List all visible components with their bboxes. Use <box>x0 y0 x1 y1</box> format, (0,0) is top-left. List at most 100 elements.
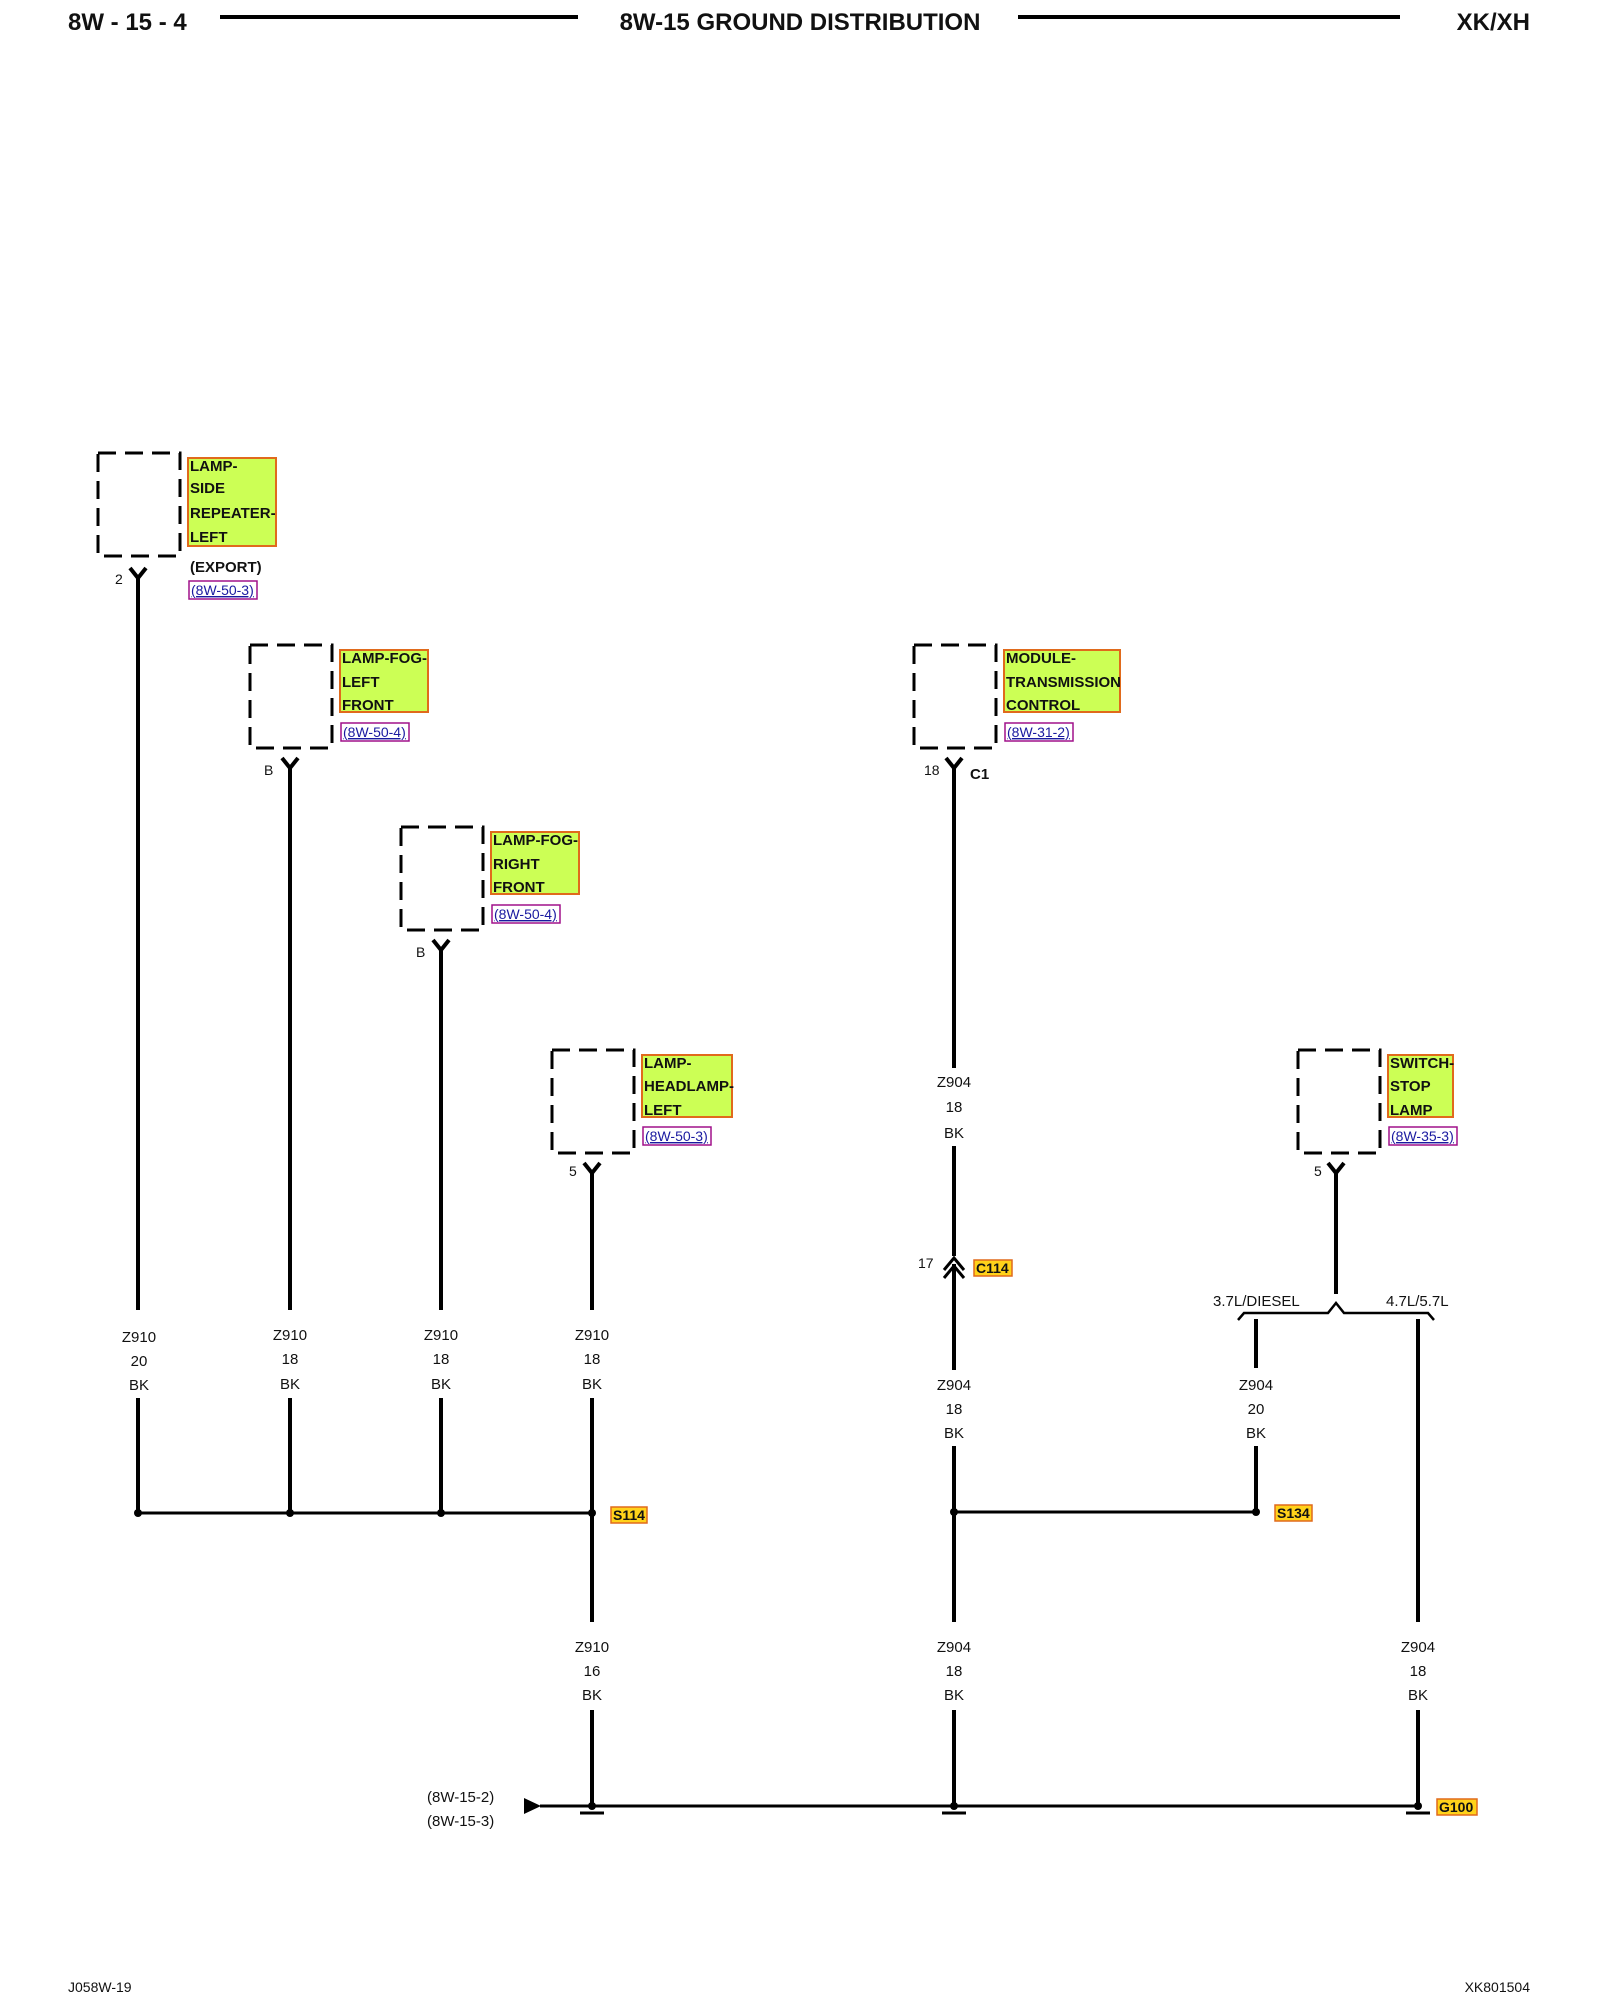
component-name-fog-left-line3: FRONT <box>342 697 394 714</box>
component-name-switch-line2: STOP <box>1390 1078 1431 1095</box>
wire9-gauge: 18 <box>946 1663 963 1680</box>
wire-tcm-upper <box>944 756 964 1068</box>
wire8-gauge: 16 <box>584 1663 601 1680</box>
tag-box-s114 <box>610 1506 648 1524</box>
component-name-side-repeater-line3: REPEATER- <box>190 505 276 522</box>
wire7-gauge: 20 <box>1248 1401 1265 1418</box>
component-box-headlamp-left <box>550 1048 636 1155</box>
component-name-side-repeater-line1: LAMP- <box>190 458 238 475</box>
wire-fog-right-upper <box>431 938 451 1310</box>
pin-c114: 17 <box>918 1255 934 1271</box>
ref-link-fog-right[interactable]: (8W-50-4) <box>494 906 557 922</box>
component-name-side-repeater-line2: SIDE <box>190 480 225 497</box>
option-split-bracket <box>1237 1300 1435 1321</box>
splice-node <box>134 1509 142 1517</box>
component-box-side-repeater <box>96 451 182 558</box>
label-box-fog-left <box>339 649 429 713</box>
wire10-circuit: Z904 <box>1401 1639 1435 1656</box>
footer-left-code: J058W-19 <box>68 1979 132 1995</box>
component-box-tcm <box>912 643 998 750</box>
connector-label-c114[interactable]: C114 <box>976 1260 1009 1276</box>
wire4-gauge: 18 <box>584 1351 601 1368</box>
tag-box-g100 <box>1436 1798 1478 1816</box>
ground-node <box>1414 1802 1422 1810</box>
wire1-circuit: Z910 <box>122 1329 156 1346</box>
component-name-tcm-line3: CONTROL <box>1006 697 1080 714</box>
pin-fog-right: B <box>416 944 425 960</box>
option-label-4.7l-5.7l: 4.7L/5.7L <box>1386 1293 1449 1310</box>
component-name-fog-left-line1: LAMP-FOG- <box>342 650 427 667</box>
footer-right-code: XK801504 <box>1465 1979 1531 1995</box>
ground-label-g100[interactable]: G100 <box>1439 1799 1473 1815</box>
wire6-color: BK <box>944 1425 964 1442</box>
wire-headlamp-upper <box>582 1161 602 1310</box>
label-box-fog-right <box>490 831 580 895</box>
wire9-color: BK <box>944 1687 964 1704</box>
pin-side-repeater: 2 <box>115 571 123 587</box>
wire1-gauge: 20 <box>131 1353 148 1370</box>
wire5-gauge: 18 <box>946 1099 963 1116</box>
wire3-color: BK <box>431 1376 451 1393</box>
component-name-tcm-line2: TRANSMISSION <box>1006 674 1121 691</box>
splice-label-s134[interactable]: S134 <box>1277 1505 1310 1521</box>
ref-link-fog-left[interactable]: (8W-50-4) <box>343 724 406 740</box>
splice-node <box>950 1508 958 1516</box>
wire8-circuit: Z910 <box>575 1639 609 1656</box>
ref-link-headlamp-left[interactable]: (8W-50-3) <box>645 1128 708 1144</box>
component-box-stop-lamp-switch <box>1296 1048 1382 1155</box>
wire6-circuit: Z904 <box>937 1377 971 1394</box>
wire3-gauge: 18 <box>433 1351 450 1368</box>
page-title: 8W-15 GROUND DISTRIBUTION <box>620 9 981 36</box>
wire5-color: BK <box>944 1125 964 1142</box>
component-name-switch-line1: SWITCH- <box>1390 1055 1454 1072</box>
label-box-side-repeater <box>187 457 277 547</box>
wire10-color: BK <box>1408 1687 1428 1704</box>
component-note-export: (EXPORT) <box>190 559 262 576</box>
wire7-color: BK <box>1246 1425 1266 1442</box>
option-label-3.7l-diesel: 3.7L/DIESEL <box>1213 1293 1300 1310</box>
wire-fog-left-upper <box>280 756 300 1310</box>
label-box-stop-lamp-switch <box>1387 1054 1454 1118</box>
ref-box-stop-lamp-switch <box>1388 1126 1458 1146</box>
ref-link-tcm[interactable]: (8W-31-2) <box>1007 724 1070 740</box>
tag-box-c114 <box>973 1259 1013 1277</box>
ground-ref-2[interactable]: (8W-15-3) <box>427 1813 494 1830</box>
wire2-gauge: 18 <box>282 1351 299 1368</box>
component-name-headlamp-line2: HEADLAMP- <box>644 1078 734 1095</box>
component-name-fog-left-line2: LEFT <box>342 674 380 691</box>
ref-box-fog-right <box>491 904 561 924</box>
component-name-switch-line3: LAMP <box>1390 1102 1433 1119</box>
ref-box-fog-left <box>340 722 410 742</box>
wire4-circuit: Z910 <box>575 1327 609 1344</box>
wire9-circuit: Z904 <box>937 1639 971 1656</box>
label-box-headlamp-left <box>641 1054 733 1118</box>
ground-ref-1[interactable]: (8W-15-2) <box>427 1789 494 1806</box>
tag-box-s134 <box>1274 1504 1313 1522</box>
wire2-color: BK <box>280 1376 300 1393</box>
component-name-side-repeater-line4: LEFT <box>190 529 228 546</box>
wire1-color: BK <box>129 1377 149 1394</box>
ref-link-side-repeater[interactable]: (8W-50-3) <box>191 582 254 598</box>
pin-tcm: 18 <box>924 762 940 778</box>
component-name-fog-right-line2: RIGHT <box>493 856 540 873</box>
wire5-circuit: Z904 <box>937 1074 971 1091</box>
component-name-headlamp-line3: LEFT <box>644 1102 682 1119</box>
wire6-gauge: 18 <box>946 1401 963 1418</box>
pin-headlamp-left: 5 <box>569 1163 577 1179</box>
component-box-fog-left <box>248 643 334 750</box>
wire10-gauge: 18 <box>1410 1663 1427 1680</box>
component-name-headlamp-line1: LAMP- <box>644 1055 692 1072</box>
page-number: 8W - 15 - 4 <box>68 9 187 36</box>
ground-node <box>588 1802 596 1810</box>
component-box-fog-right <box>399 825 485 932</box>
ref-link-stop-lamp-switch[interactable]: (8W-35-3) <box>1391 1128 1454 1144</box>
splice-node <box>286 1509 294 1517</box>
ref-box-side-repeater <box>188 580 258 600</box>
ref-box-headlamp-left <box>642 1126 712 1146</box>
wire8-color: BK <box>582 1687 602 1704</box>
connector-tcm-c1: C1 <box>970 766 989 783</box>
splice-label-s114[interactable]: S114 <box>613 1507 645 1523</box>
ground-node <box>950 1802 958 1810</box>
pin-stop-lamp-switch: 5 <box>1314 1163 1322 1179</box>
component-name-fog-right-line3: FRONT <box>493 879 545 896</box>
